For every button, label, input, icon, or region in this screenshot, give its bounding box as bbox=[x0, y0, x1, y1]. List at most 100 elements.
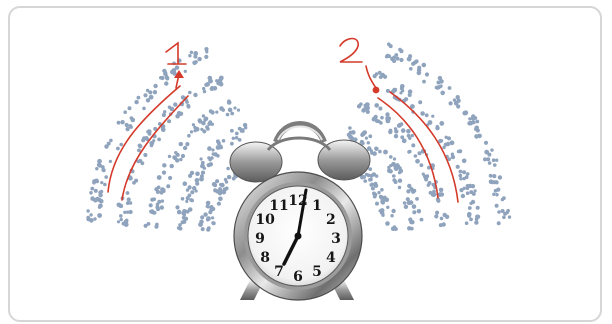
sound-particle bbox=[127, 197, 131, 201]
sound-particle bbox=[477, 134, 482, 139]
sound-particle bbox=[100, 190, 104, 194]
sound-particle bbox=[195, 172, 200, 177]
sound-particle bbox=[448, 86, 452, 90]
sound-particle bbox=[193, 93, 197, 97]
sound-particle bbox=[407, 184, 411, 188]
sound-particle bbox=[181, 197, 185, 201]
sound-particle bbox=[408, 137, 411, 140]
sound-particle bbox=[370, 183, 374, 187]
sound-particle bbox=[489, 179, 494, 184]
sound-particle bbox=[472, 192, 476, 196]
clock-number: 11 bbox=[269, 198, 288, 214]
sound-particle bbox=[410, 220, 414, 224]
sound-particle bbox=[348, 135, 353, 140]
sound-particle bbox=[188, 174, 192, 178]
sound-particle bbox=[203, 90, 206, 93]
sound-particle bbox=[488, 161, 492, 165]
sound-particle bbox=[374, 147, 378, 151]
sound-particle bbox=[365, 102, 370, 107]
sound-particle bbox=[150, 144, 154, 148]
sound-particle bbox=[232, 177, 236, 181]
sound-particle bbox=[484, 141, 488, 145]
sound-particle bbox=[377, 191, 380, 194]
sound-particle bbox=[128, 124, 132, 128]
sound-particle bbox=[144, 224, 148, 228]
sound-particle bbox=[466, 191, 470, 195]
sound-particle bbox=[188, 194, 192, 198]
sound-particle bbox=[394, 127, 397, 130]
sound-particle bbox=[204, 117, 209, 122]
sound-particle bbox=[206, 218, 210, 222]
sound-particle bbox=[494, 189, 498, 193]
sound-particle bbox=[230, 112, 234, 116]
sound-particle bbox=[484, 150, 489, 155]
sound-particle bbox=[183, 213, 186, 216]
sound-particle bbox=[492, 174, 496, 178]
sound-particle bbox=[109, 160, 112, 163]
sound-particle bbox=[400, 122, 404, 126]
clock-number: 5 bbox=[312, 264, 322, 280]
sound-particle bbox=[398, 186, 401, 189]
sound-particle bbox=[508, 215, 511, 218]
sound-particle bbox=[378, 107, 382, 111]
sound-particle bbox=[422, 173, 425, 176]
right-sound-wave-particles bbox=[335, 42, 511, 231]
sound-particle bbox=[380, 188, 384, 192]
sound-particle bbox=[202, 87, 205, 90]
sound-particle bbox=[435, 211, 439, 215]
sound-particle bbox=[457, 150, 461, 154]
sound-particle bbox=[445, 136, 448, 139]
sound-particle bbox=[152, 139, 155, 142]
sound-particle bbox=[226, 167, 230, 171]
sound-particle bbox=[162, 171, 166, 175]
sound-particle bbox=[162, 190, 165, 193]
sound-particle bbox=[109, 139, 113, 143]
sound-particle bbox=[420, 218, 424, 222]
sound-particle bbox=[101, 165, 105, 169]
sound-particle bbox=[394, 88, 398, 92]
sound-particle bbox=[126, 191, 130, 195]
sound-particle bbox=[170, 164, 174, 168]
sound-particle bbox=[456, 165, 460, 169]
sound-particle bbox=[415, 59, 419, 63]
sound-particle bbox=[174, 151, 177, 154]
sound-particle bbox=[458, 174, 462, 178]
sound-particle bbox=[162, 163, 166, 167]
sound-particle bbox=[476, 206, 480, 210]
sound-particle bbox=[437, 81, 441, 85]
sound-particle bbox=[398, 179, 402, 183]
sound-particle bbox=[232, 137, 235, 140]
sound-particle bbox=[417, 66, 421, 70]
sound-particle bbox=[143, 93, 147, 97]
sound-particle bbox=[240, 129, 243, 132]
sound-particle bbox=[192, 186, 196, 190]
sound-particle bbox=[386, 54, 390, 58]
sound-particle bbox=[388, 130, 392, 134]
sound-particle bbox=[386, 119, 391, 124]
sound-particle bbox=[425, 113, 429, 117]
sound-particle bbox=[462, 170, 466, 174]
sound-particle bbox=[126, 211, 129, 214]
sound-particle bbox=[360, 140, 364, 144]
clock-number: 7 bbox=[274, 264, 284, 280]
sound-particle bbox=[134, 100, 138, 104]
sound-particle bbox=[130, 116, 134, 120]
sound-particle bbox=[475, 120, 479, 124]
sound-particle bbox=[215, 189, 219, 193]
sound-particle bbox=[208, 76, 213, 81]
sound-particle bbox=[119, 143, 123, 147]
sound-particle bbox=[162, 113, 166, 117]
sound-particle bbox=[434, 214, 438, 218]
sound-particle bbox=[201, 171, 205, 175]
sound-particle bbox=[373, 193, 377, 197]
sound-particle bbox=[100, 181, 103, 184]
sound-particle bbox=[181, 154, 185, 158]
sound-particle bbox=[398, 171, 401, 174]
sound-particle bbox=[383, 150, 388, 155]
sound-particle bbox=[201, 227, 205, 231]
sound-particle bbox=[406, 197, 410, 201]
sound-particle bbox=[408, 150, 411, 153]
sound-particle bbox=[93, 217, 96, 220]
sound-particle bbox=[190, 130, 193, 133]
sound-particle bbox=[459, 170, 463, 174]
